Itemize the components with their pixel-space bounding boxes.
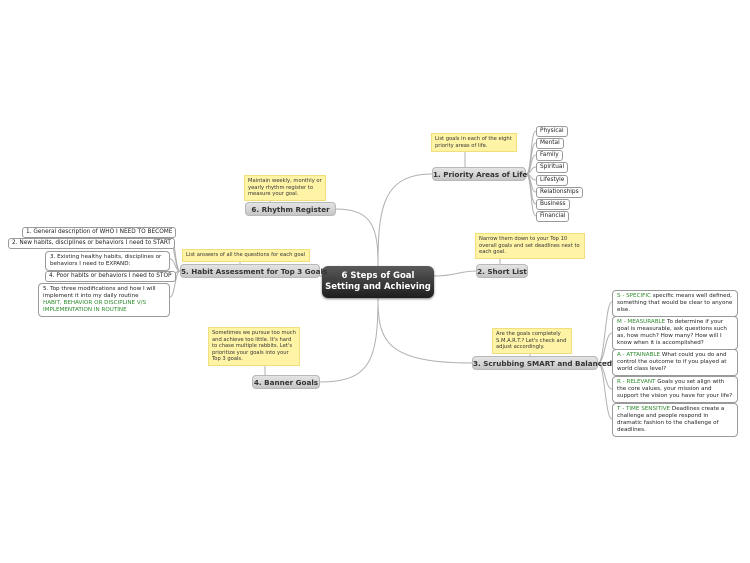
leaf-family[interactable]: Family — [536, 150, 563, 162]
smart-measurable-key: M - MEASURABLE — [617, 319, 666, 325]
habit-item-modifications[interactable]: 5. Top three modifications and how I wil… — [38, 283, 170, 317]
banner-note: Sometimes we pursue too much and achieve… — [208, 327, 300, 366]
rhythm-note: Maintain weekly, monthly or yearly rhyth… — [244, 175, 326, 201]
link-scrubbing — [377, 297, 473, 364]
link-rhythm — [335, 208, 379, 267]
habit-item-stop[interactable]: 4. Poor habits or behaviors I need to ST… — [45, 271, 176, 283]
leaf-business[interactable]: Business — [536, 199, 570, 211]
smart-relevant[interactable]: R - RELEVANT Goals you set align with th… — [612, 376, 738, 403]
central-topic[interactable]: 6 Steps of Goal Setting and Achieving — [322, 266, 434, 298]
smart-measurable[interactable]: M - MEASURABLE To determine if your goal… — [612, 316, 738, 350]
smart-time-sensitive[interactable]: T - TIME SENSITIVE Deadlines create a ch… — [612, 403, 738, 437]
scrubbing-note: Are the goals completely S.M.A.R.T.? Let… — [492, 328, 572, 354]
smart-specific-text: specific means well defined, something t… — [617, 293, 733, 313]
shortlist-note: Narrow them down to your Top 10 overall … — [475, 233, 585, 259]
branch-scrubbing-smart[interactable]: 3. Scrubbing SMART and Balanced — [472, 356, 612, 370]
branch-priority-areas[interactable]: 1. Priority Areas of Life — [432, 167, 527, 181]
smart-specific[interactable]: S - SPECIFIC specific means well defined… — [612, 290, 738, 317]
smart-attainable[interactable]: A - ATTAINABLE What could you do and con… — [612, 349, 738, 376]
branch-banner-goals[interactable]: 4. Banner Goals — [252, 375, 320, 389]
smart-specific-key: S - SPECIFIC — [617, 293, 651, 299]
branch-habit-assessment[interactable]: 5. Habit Assessment for Top 3 Goals — [180, 264, 327, 278]
priority-note: List goals in each of the eight priority… — [431, 133, 517, 153]
link-shortlist — [433, 270, 477, 277]
habit-item-modifications-text: 5. Top three modifications and how I wil… — [43, 286, 156, 299]
leaf-spiritual[interactable]: Spiritual — [536, 162, 569, 174]
link-priority — [377, 173, 433, 267]
smart-attainable-key: A - ATTAINABLE — [617, 352, 661, 358]
central-topic-line1: 6 Steps of Goal — [341, 271, 415, 281]
habit-item-highlight: HABIT, BEHAVIOR OR DISCIPLINE V/S IMPLEM… — [43, 300, 147, 313]
central-topic-line2: Setting and Achieving — [325, 282, 431, 292]
leaf-mental[interactable]: Mental — [536, 138, 564, 150]
habit-note: List answers of all the questions for ea… — [182, 249, 310, 262]
leaf-financial[interactable]: Financial — [536, 211, 570, 223]
branch-short-list[interactable]: 2. Short List — [476, 264, 528, 278]
leaf-lifestyle[interactable]: Lifestyle — [536, 175, 569, 187]
leaf-physical[interactable]: Physical — [536, 126, 568, 138]
smart-time-sensitive-key: T - TIME SENSITIVE — [617, 406, 671, 412]
leaf-relationships[interactable]: Relationships — [536, 187, 583, 199]
smart-relevant-key: R - RELEVANT — [617, 379, 656, 385]
habit-item-become[interactable]: 1. General description of WHO I NEED TO … — [22, 227, 177, 239]
branch-rhythm-register[interactable]: 6. Rhythm Register — [245, 202, 336, 216]
smart-relevant-text: Goals you set align with the core values… — [617, 379, 733, 399]
smart-time-sensitive-text: Deadlines create a challenge and people … — [617, 406, 725, 433]
habit-item-expand[interactable]: 3. Existing healthy habits, disciplines … — [45, 251, 170, 271]
smart-measurable-text: To determine if your goal is measurable,… — [617, 319, 727, 346]
smart-attainable-text: What could you do and control the outcom… — [617, 352, 727, 372]
link-banner — [319, 297, 379, 383]
habit-item-start[interactable]: 2. New habits, disciplines or behaviors … — [8, 238, 175, 250]
